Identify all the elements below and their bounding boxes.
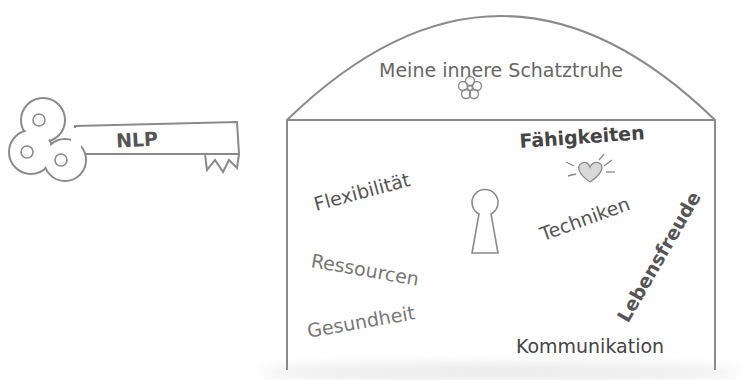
- heart-symbol: [566, 154, 615, 182]
- key-label: NLP: [116, 129, 159, 150]
- key-outline: [9, 98, 239, 181]
- chest-word: Fähigkeiten: [519, 123, 645, 151]
- chest-word: Flexibilität: [312, 170, 412, 214]
- chest-word: Ressourcen: [310, 251, 421, 289]
- chest-word: Gesundheit: [306, 303, 417, 341]
- treasure-chest: Meine innere SchatztruheFähigkeitenFlexi…: [285, 12, 717, 372]
- keyhole-symbol: [472, 189, 498, 253]
- chest-word: Kommunikation: [516, 337, 664, 356]
- key-shape: NLP: [5, 90, 250, 190]
- ground-smudge: [260, 362, 740, 380]
- chest-outline: [287, 16, 715, 370]
- flower-symbol: [459, 77, 482, 99]
- chest-word: Techniken: [538, 194, 633, 244]
- chest-title: Meine innere Schatztruhe: [379, 61, 623, 80]
